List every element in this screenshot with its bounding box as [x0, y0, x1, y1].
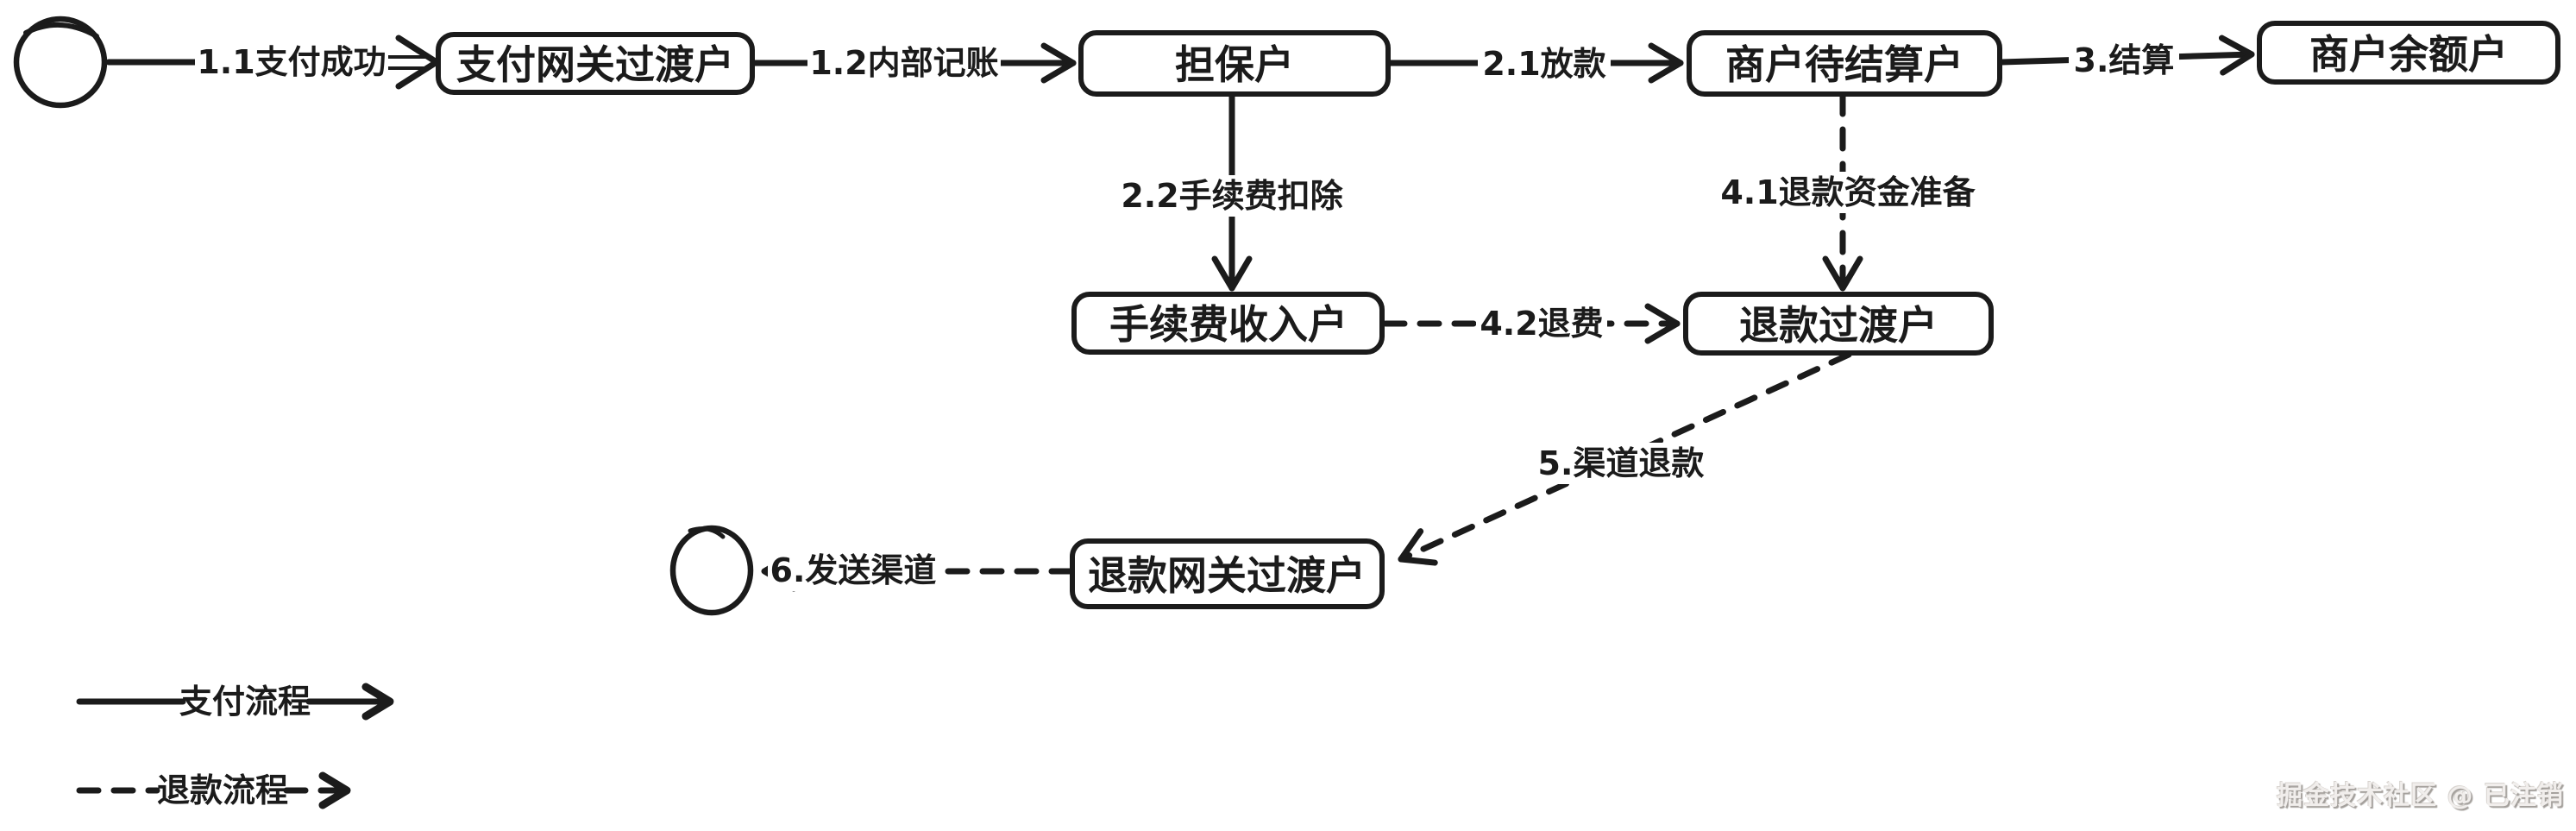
- node-box: [1687, 30, 2002, 97]
- node-label-text: 退款网关过渡户: [1088, 552, 1366, 599]
- node-label-text: 商户余额户: [2309, 31, 2508, 78]
- node-box: [436, 32, 755, 95]
- node-box: [1071, 292, 1385, 355]
- edge-label-text: 2.1放款: [1482, 45, 1605, 83]
- node-box: [1070, 538, 1385, 609]
- node-box: [2257, 21, 2560, 85]
- node-label-text: 手续费收入户: [1109, 301, 1348, 348]
- edge-label-text: 5.渠道退款: [1538, 444, 1705, 482]
- edge-label-text: 4.2退费: [1480, 305, 1603, 343]
- edge-label-bg: [1478, 43, 1611, 85]
- edge-label-text: 1.1支付成功: [197, 43, 386, 81]
- edge-label-bg: [1536, 443, 1706, 484]
- edge-label-fee-deduction: 2.2手续费扣除: [1117, 175, 1347, 217]
- node-box: [1078, 30, 1391, 97]
- edge-label-bg: [195, 41, 388, 83]
- arrowhead-payment-success-icon: [395, 35, 440, 90]
- node-merchant-pending-settlement: 商户待结算户: [1687, 30, 2002, 97]
- edge-label-text: 3.结算: [2074, 41, 2175, 79]
- start-circle-sketch-stroke: [23, 22, 99, 39]
- node-end-circle: [669, 525, 754, 616]
- edge-label-bg: [1717, 172, 1979, 213]
- edge-label-text: 2.2手续费扣除: [1121, 177, 1343, 215]
- node-fee-income-account: 手续费收入户: [1071, 292, 1385, 355]
- node-label-text: 担保户: [1175, 41, 1294, 88]
- edge-label-bg: [2069, 40, 2179, 81]
- node-payment-gateway-transit: 支付网关过渡户: [436, 32, 755, 95]
- edge-label-channel-refund: 5.渠道退款: [1536, 443, 1706, 484]
- node-box: [1683, 292, 1994, 356]
- legend-label-text: 退款流程: [157, 771, 288, 809]
- node-label-text: 支付网关过渡户: [456, 41, 734, 88]
- edge-label-text: 1.2内部记账: [809, 44, 998, 82]
- legend-label-text: 支付流程: [179, 683, 311, 721]
- end-circle-icon: [669, 525, 754, 616]
- node-refund-transit-account: 退款过渡户: [1683, 292, 1994, 356]
- edge-label-refund-fund-prep: 4.1退款资金准备: [1717, 172, 1979, 213]
- edge-label-payment-success: 1.1支付成功: [195, 41, 388, 83]
- start-circle-icon: [13, 16, 108, 109]
- edge-label-bg: [768, 550, 939, 591]
- node-start-circle: [13, 16, 108, 109]
- edge-label-send-channel: 6.发送渠道: [768, 550, 939, 591]
- end-circle-sketch-stroke: [688, 526, 726, 539]
- edge-label-internal-booking: 1.2内部记账: [807, 42, 1001, 84]
- edge-label-settlement: 3.结算: [2069, 40, 2179, 81]
- node-guarantee-account: 担保户: [1078, 30, 1391, 97]
- node-label-text: 退款过渡户: [1739, 302, 1938, 349]
- node-merchant-balance: 商户余额户: [2257, 21, 2560, 85]
- edge-label-bg: [1117, 175, 1347, 217]
- edge-label-text: 4.1退款资金准备: [1720, 173, 1976, 211]
- edge-label-refund-fee: 4.2退费: [1476, 303, 1607, 344]
- node-label-text: 商户待结算户: [1725, 41, 1963, 88]
- watermark: 掘金技术社区 @ 已注销: [2277, 781, 2564, 811]
- edge-label-bg: [807, 42, 1001, 84]
- edge-label-bg: [1476, 303, 1607, 344]
- edge-label-loan-release: 2.1放款: [1478, 43, 1611, 85]
- node-refund-gateway-transit: 退款网关过渡户: [1070, 538, 1385, 609]
- edge-label-text: 6.发送渠道: [770, 551, 937, 589]
- legend-payment-flow: 支付流程: [76, 683, 394, 721]
- legend-refund-flow: 退款流程: [76, 771, 351, 809]
